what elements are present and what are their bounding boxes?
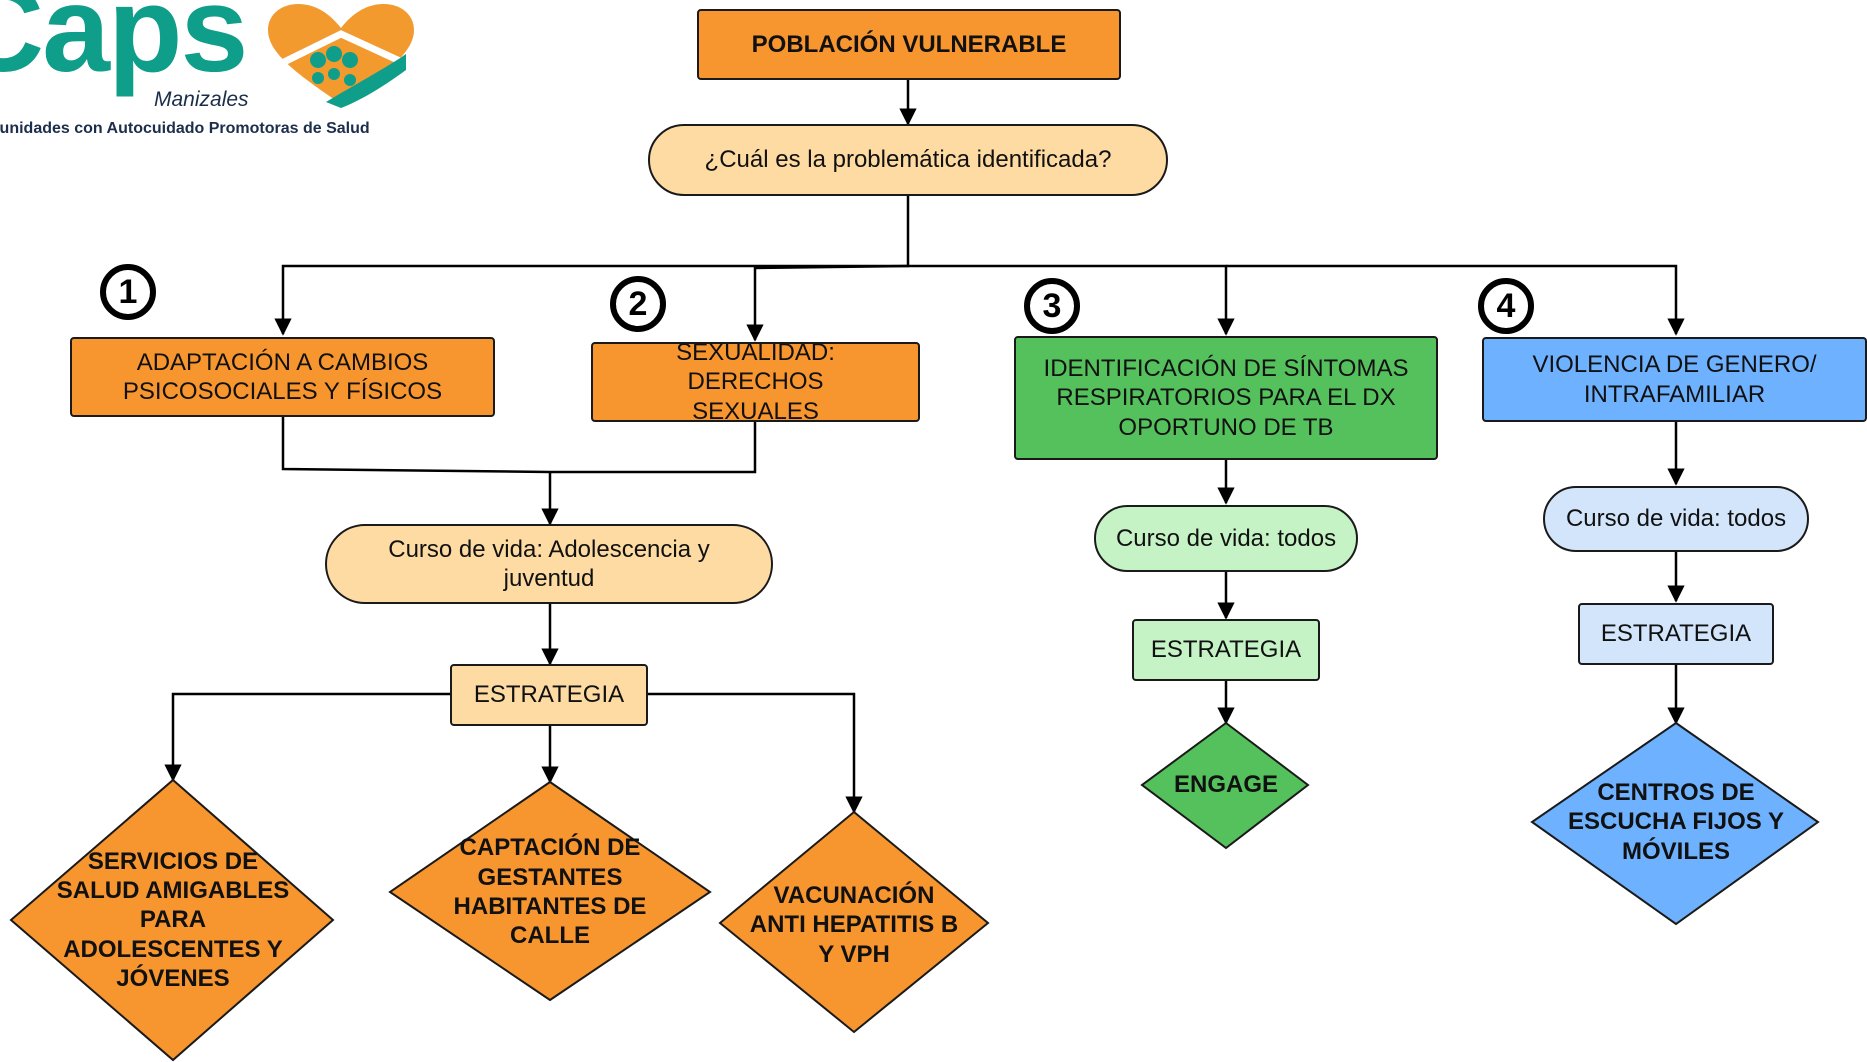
connector-question-branch1 (274, 196, 910, 336)
strategy-node-shared: ESTRATEGIA (450, 664, 648, 726)
strategy-node-branch3: ESTRATEGIA (1132, 619, 1320, 681)
connector-question-branch4 (1226, 264, 1685, 336)
heart-house-icon (268, 4, 414, 108)
logo-tagline: Comunidades con Autocuidado Promotoras d… (0, 120, 370, 137)
root-node: POBLACIÓN VULNERABLE (697, 9, 1121, 80)
action-label-1: SERVICIOS DE SALUD AMIGABLES PARA ADOLES… (56, 847, 290, 992)
action-label-3: VACUNACIÓN ANTI HEPATITIS B Y VPH (749, 882, 959, 968)
connector-strategy-action3 (648, 692, 863, 814)
connector-branch2-merge (550, 422, 757, 474)
connector-question-branch2 (746, 264, 909, 342)
number-badge-3: 3 (1024, 278, 1080, 334)
lifecourse-node-branch4: Curso de vida: todos (1543, 486, 1809, 552)
branch-node-3: IDENTIFICACIÓN DE SÍNTOMAS RESPIRATORIOS… (1014, 336, 1438, 460)
logo-brand-text: Caps (0, 0, 248, 97)
action-label-engage: ENGAGE (1173, 771, 1278, 799)
diamond-action-1 (9, 778, 335, 1062)
diamond-action-3 (718, 810, 990, 1034)
number-badge-1: 1 (100, 264, 156, 320)
number-badge-4: 4 (1478, 278, 1534, 334)
action-label-2: CAPTACIÓN DE GESTANTES HABITANTES DE CAL… (453, 834, 647, 950)
lifecourse-node-branch3: Curso de vida: todos (1094, 505, 1358, 572)
branch-node-1: ADAPTACIÓN A CAMBIOS PSICOSOCIALES Y FÍS… (70, 337, 495, 417)
question-node: ¿Cuál es la problemática identificada? (648, 124, 1168, 196)
logo-city-text: Manizales (154, 88, 249, 111)
branch-node-4: VIOLENCIA DE GENERO/ INTRAFAMILIAR (1482, 337, 1867, 422)
lifecourse-node-adolescence: Curso de vida: Adolescencia y juventud (325, 524, 773, 604)
number-badge-2: 2 (610, 276, 666, 332)
strategy-node-branch4: ESTRATEGIA (1578, 603, 1774, 665)
caps-logo: Caps Manizales Comunidades con Autocuida… (0, 0, 420, 150)
connector-strategy-action1 (164, 692, 450, 782)
connector-branch1-merge (281, 417, 551, 474)
action-label-centros: CENTROS DE ESCUCHA FIJOS Y MÓVILES (1567, 779, 1785, 865)
diamond-action-engage (1140, 721, 1310, 850)
diamond-action-2 (388, 780, 712, 1002)
diamond-action-centros (1530, 721, 1820, 926)
branch-node-2: SEXUALIDAD: DERECHOS SEXUALES (591, 339, 920, 425)
